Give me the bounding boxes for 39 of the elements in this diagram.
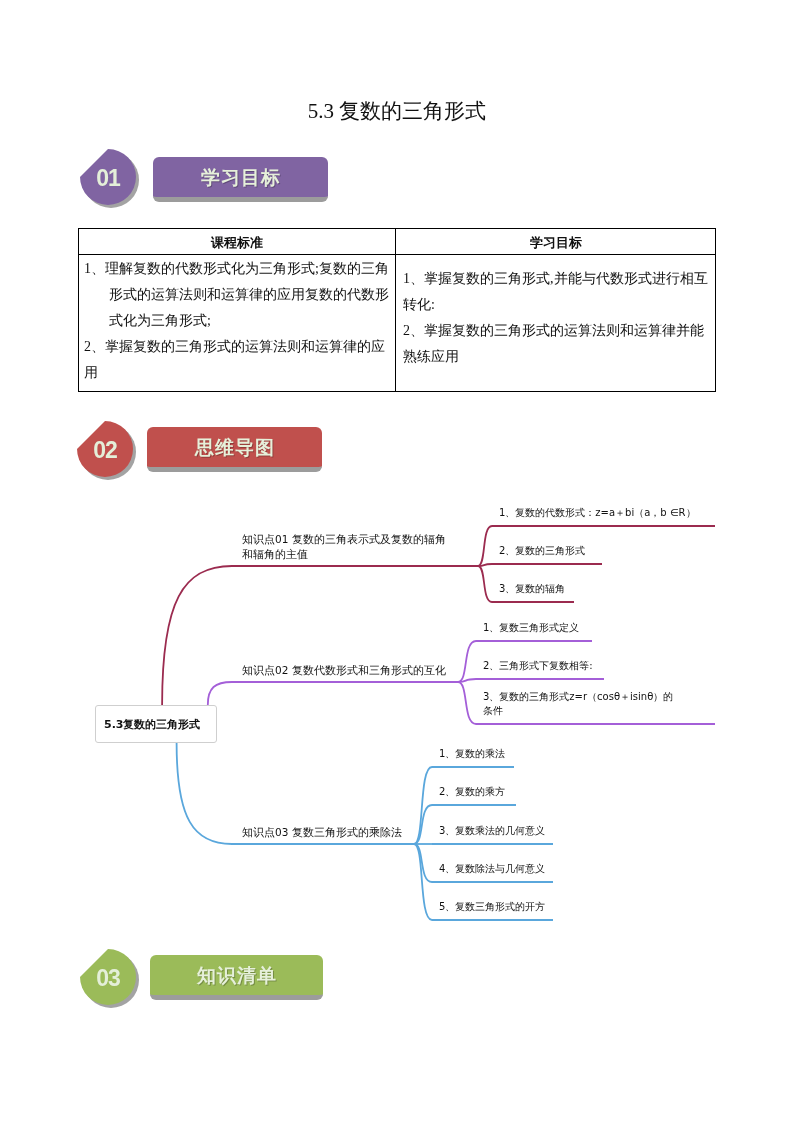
connector-line <box>457 678 477 683</box>
table-text: 2、掌握复数的三角形式的运算法则和运算律的应用 <box>84 338 386 382</box>
subtopic-label: 2、三角形式下复数相等: <box>476 656 604 680</box>
connector-line <box>477 563 493 567</box>
connector-line <box>413 804 433 845</box>
subtopic-label: 5、复数三角形式的开方 <box>432 897 553 921</box>
section-heading-banner: 思维导图 <box>147 427 322 472</box>
subtopic-label: 2、复数的乘方 <box>432 782 516 806</box>
subtopic-label: 3、复数乘法的几何意义 <box>432 821 553 845</box>
connector-line <box>413 843 433 883</box>
subtopic-label: 3、复数的辐角 <box>492 579 574 603</box>
connector-line <box>161 565 233 706</box>
table-text: 1、理解复数的代数形式化为三角形式;复数的三角形式的运算法则和运算律的应用复数的代数形式化为三角形式; <box>84 260 390 330</box>
column-heading: 学习目标 <box>529 234 582 252</box>
subtopic-label: 1、复数的代数形式：z=a＋bi（a，b ∈R） <box>492 503 715 527</box>
connector-line <box>413 843 433 845</box>
connector-line <box>457 681 477 725</box>
subtopic-label: 1、复数的乘法 <box>432 744 514 768</box>
section-heading-banner: 学习目标 <box>153 157 328 202</box>
branch-topic-label: 知识点01 复数的三角表示式及复数的辐角和辐角的主值 <box>232 529 478 567</box>
central-topic-box: 5.3复数的三角形式 <box>95 705 217 743</box>
section-heading-banner: 知识清单 <box>150 955 323 1000</box>
connector-line <box>477 525 493 567</box>
connector-line <box>477 565 493 603</box>
subtopic-label: 1、复数三角形式定义 <box>476 618 592 642</box>
subtopic-label: 2、复数的三角形式 <box>492 541 602 565</box>
branch-topic-label: 知识点02 复数代数形式和三角形式的互化 <box>232 660 458 683</box>
connector-line <box>413 843 433 921</box>
table-text: 1、掌握复数的三角形式,并能与代数形式进行相互转化: <box>403 270 709 314</box>
subtopic-label: 4、复数除法与几何意义 <box>432 859 553 883</box>
column-heading: 课程标准 <box>210 234 263 252</box>
branch-topic-label: 知识点03 复数三角形式的乘除法 <box>232 822 414 845</box>
connector-line <box>206 681 233 706</box>
connector-line <box>457 640 477 683</box>
subtopic-label: 3、复数的三角形式z=r（cosθ＋isinθ）的条件 <box>476 687 715 725</box>
connector-line <box>413 766 433 845</box>
page-title: 5.3 复数的三角形式 <box>307 98 487 124</box>
connector-line <box>175 742 233 845</box>
table-text: 2、掌握复数的三角形式的运算法则和运算律并能熟练应用 <box>403 322 705 366</box>
